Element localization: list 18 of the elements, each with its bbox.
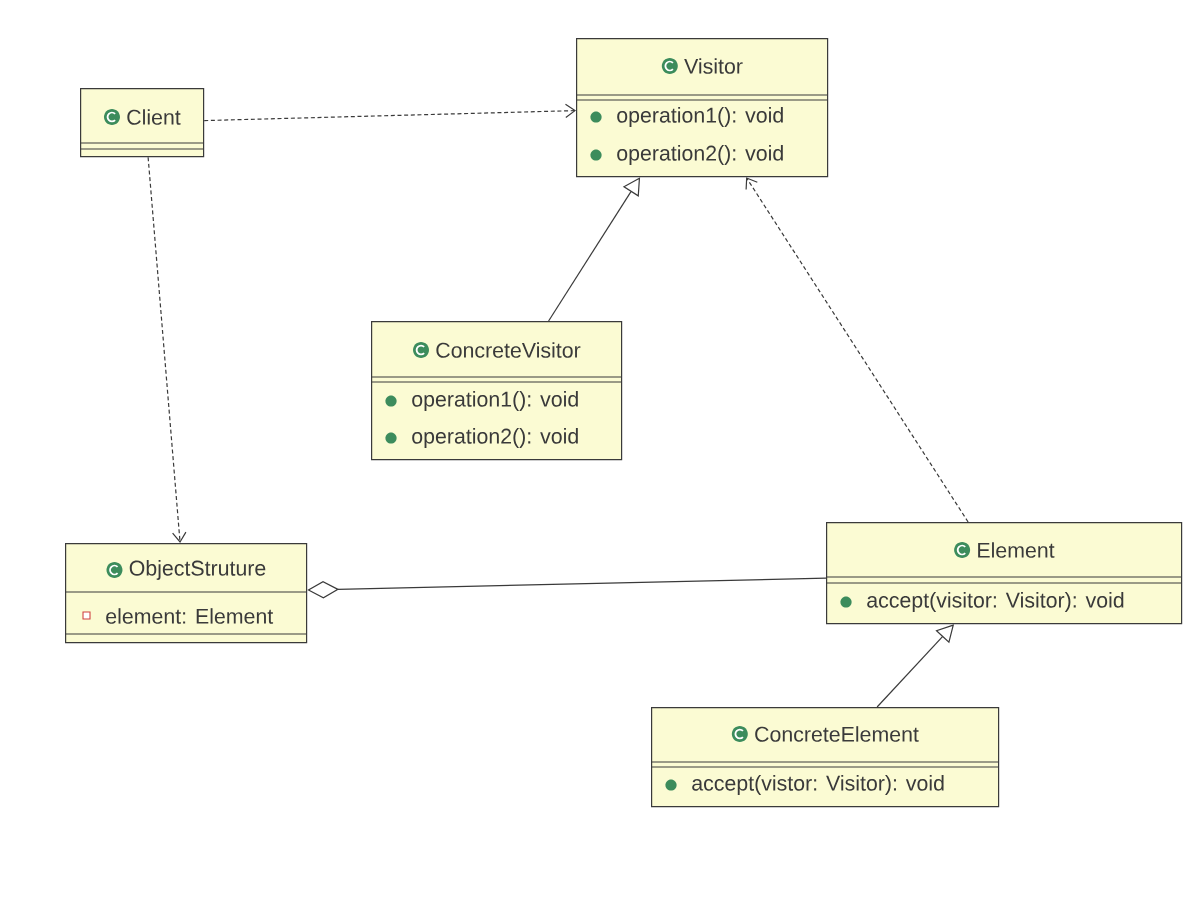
member-text: element: Element	[106, 608, 274, 624]
class-name: ConcreteElement	[755, 726, 919, 742]
member-text: operation2(): void	[617, 145, 783, 165]
dependency-arrow	[147, 156, 187, 543]
member-text: operation1(): void	[617, 107, 783, 127]
member-text: accept(vistor: Visitor): void	[692, 775, 944, 795]
class-name: Element	[978, 542, 1055, 558]
dependency-arrow	[745, 177, 969, 523]
member-text: accept(visitor: Visitor): void	[867, 592, 1124, 612]
inheritance-arrow	[548, 177, 641, 322]
member-text: operation2(): void	[412, 428, 578, 448]
dependency-arrow	[203, 103, 576, 122]
member-text: operation1(): void	[412, 391, 578, 411]
class-name: Client	[127, 109, 181, 125]
class-name: Visitor	[684, 58, 743, 74]
class-name: ConcreteVisitor	[436, 342, 581, 358]
aggregation-line	[307, 577, 827, 599]
class-name: ObjectStruture	[129, 560, 266, 580]
